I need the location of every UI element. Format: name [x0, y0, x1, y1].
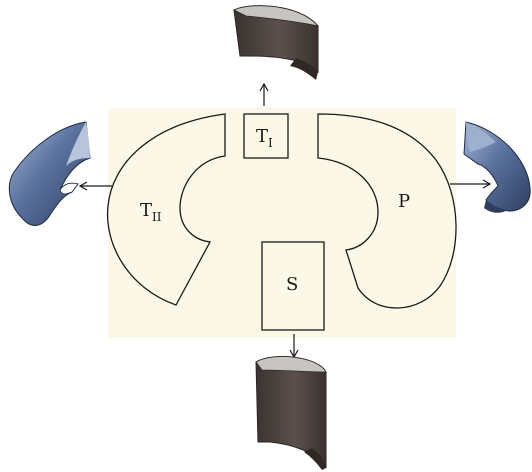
region-t-i [243, 113, 289, 159]
blade-top-icon [233, 5, 320, 80]
region-t-ii [106, 113, 226, 306]
label-t-i: TI [256, 126, 273, 150]
label-t-ii: TII [140, 200, 162, 224]
blade-left-icon [8, 121, 91, 226]
label-p: P [398, 191, 410, 212]
blade-bottom-icon [255, 356, 327, 470]
label-s: S [286, 274, 298, 295]
region-p [317, 113, 457, 309]
background-panel [108, 108, 456, 338]
region-s [261, 241, 325, 331]
blade-right-icon [463, 121, 531, 213]
